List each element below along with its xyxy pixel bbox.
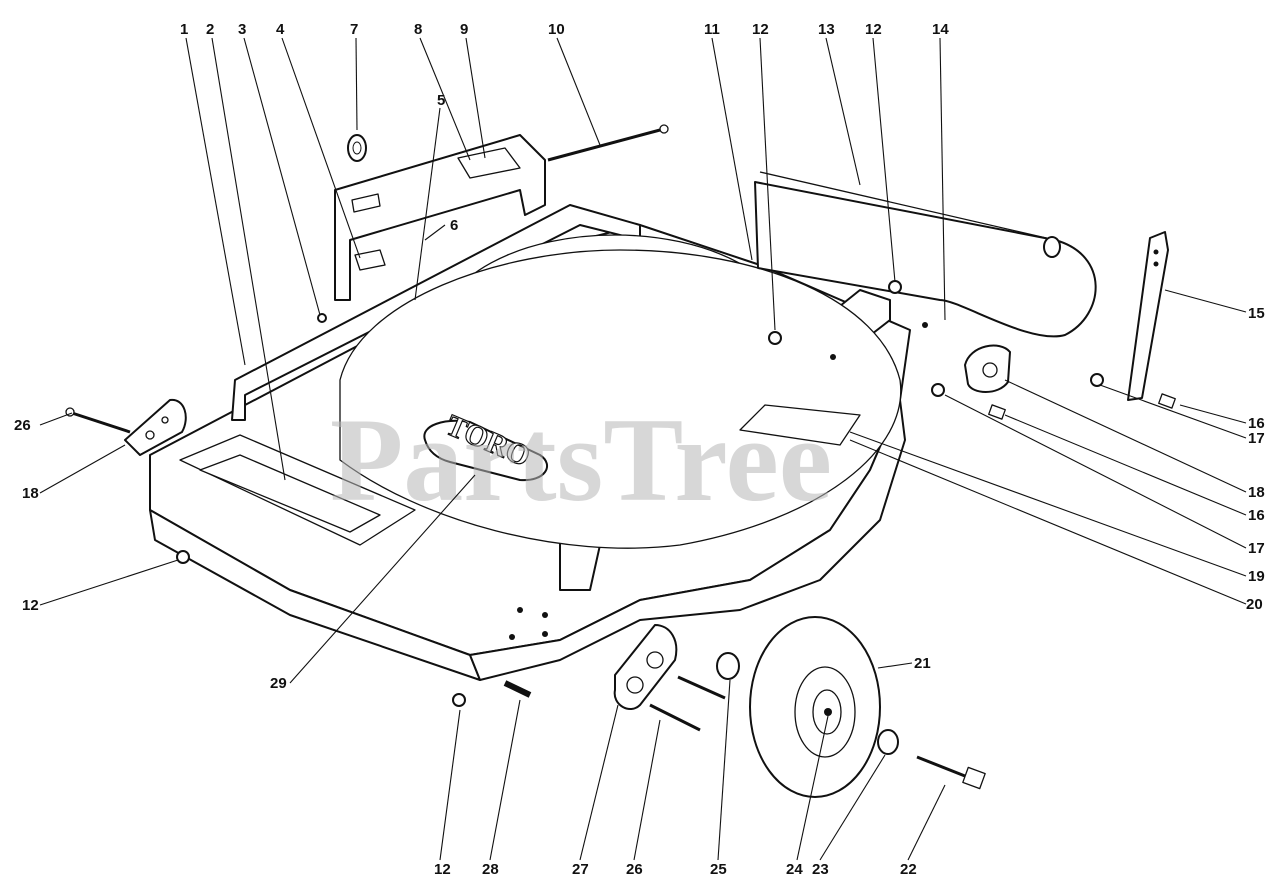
grommet-7 [347,134,367,162]
wheel-height-adjuster-27 [613,624,678,710]
rod-10 [547,124,669,162]
callout-13: 13 [818,21,835,38]
callout-25: 25 [710,861,727,878]
callout-22: 22 [900,861,917,878]
callout-12-left: 12 [22,597,39,614]
callout-28: 28 [482,861,499,878]
callout-labels: 1 2 3 4 5 6 7 8 9 10 11 12 13 12 14 15 1… [14,21,1265,878]
bushing-25 [716,652,740,680]
callout-3: 3 [238,21,246,38]
bolt-26-front [65,407,131,434]
callout-12-bottom: 12 [434,861,451,878]
callout-16-lower: 16 [1248,507,1265,524]
callout-18-right: 18 [1248,484,1265,501]
callout-18-left: 18 [22,485,39,502]
nuts-and-fasteners [176,280,1176,707]
callout-12-top-right: 12 [865,21,882,38]
callout-17-upper: 17 [1248,430,1265,447]
callout-15: 15 [1248,305,1265,322]
callout-24: 24 [786,861,803,878]
callout-20: 20 [1246,596,1263,613]
callout-12-top-left: 12 [752,21,769,38]
callout-1: 1 [180,21,188,38]
callout-21: 21 [914,655,931,672]
callout-8: 8 [414,21,422,38]
callout-26-left: 26 [14,417,31,434]
axle-28 [503,680,532,698]
callout-17-lower: 17 [1248,540,1265,557]
callout-26-bottom: 26 [626,861,643,878]
wheel-21 [749,616,881,798]
callout-16-upper: 16 [1248,415,1265,432]
callout-7: 7 [350,21,358,38]
control-bracket-assembly [334,134,546,301]
height-adjuster-front-18 [124,398,187,456]
callout-4: 4 [276,21,285,38]
callout-11: 11 [704,21,720,38]
wheel-bolt-22-and-bearing-23 [877,729,986,790]
callout-5: 5 [437,92,445,109]
callout-23: 23 [812,861,829,878]
callout-2: 2 [206,21,214,38]
callout-14: 14 [932,21,949,38]
mower-deck-housing: TORO [149,204,928,681]
leader-lines [39,37,1247,861]
callout-29: 29 [270,675,287,692]
callout-9: 9 [460,21,468,38]
handle-bracket-15 [1127,231,1169,401]
callout-10: 10 [548,21,565,38]
height-adjuster-rear [964,344,1011,393]
bolt-26-rear [649,675,726,732]
watermark-text: PartsTree [330,393,832,526]
callout-19: 19 [1248,568,1265,585]
callout-6: 6 [450,217,458,234]
rear-baffle-13 [754,171,1097,338]
callout-27: 27 [572,861,589,878]
